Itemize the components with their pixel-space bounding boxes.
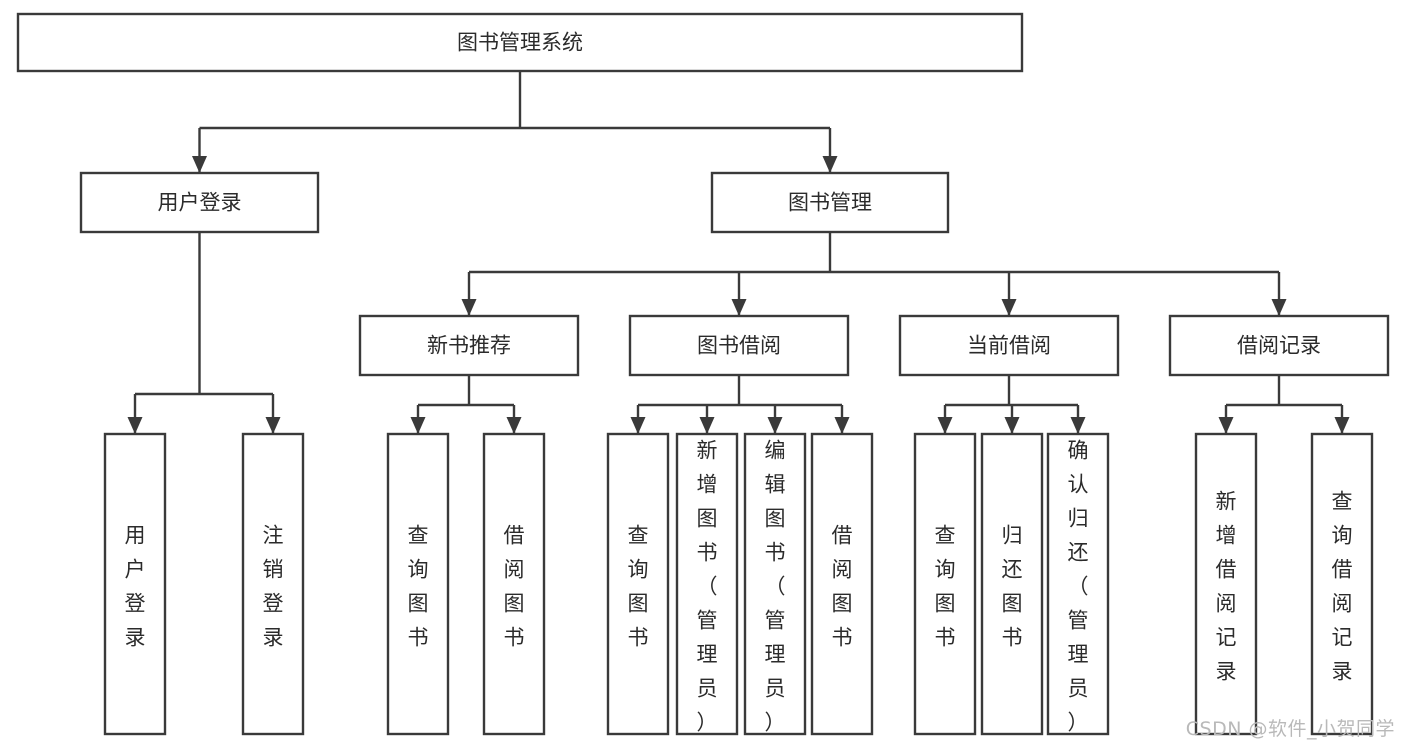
node-leaf-query-book-2[interactable]: 查询图书: [606, 432, 670, 736]
arrow-head-icon: [192, 156, 207, 173]
arrow-head-icon: [822, 156, 838, 173]
node-box: [628, 314, 850, 377]
node-box: [810, 432, 874, 736]
arrow-head-icon: [1001, 299, 1017, 316]
edges-layer: [127, 71, 1350, 434]
node-label: 用户登录: [125, 524, 146, 650]
node-box: [1168, 314, 1390, 377]
node-box: [606, 432, 670, 736]
nodes-layer: 图书管理系统用户登录图书管理新书推荐图书借阅当前借阅借阅记录用户登录注销登录查询…: [16, 12, 1390, 736]
node-box: [386, 432, 450, 736]
node-label: 确认归还（管理员）: [1068, 439, 1089, 735]
node-label: 图书管理系统: [457, 31, 583, 55]
arrow-head-icon: [767, 417, 783, 434]
node-box: [913, 432, 977, 736]
node-label: 借阅图书: [832, 524, 853, 650]
node-current-borrow[interactable]: 当前借阅: [898, 314, 1120, 377]
node-box: [710, 171, 950, 234]
node-leaf-edit-book[interactable]: 编辑图书（管理员）: [743, 432, 807, 736]
arrow-head-icon: [410, 417, 426, 434]
node-label: 新书推荐: [427, 334, 511, 358]
arrow-head-icon: [127, 417, 143, 434]
node-new-book-rec[interactable]: 新书推荐: [358, 314, 580, 377]
node-leaf-query-book-3[interactable]: 查询图书: [913, 432, 977, 736]
node-box: [103, 432, 167, 736]
arrow-head-icon: [834, 417, 850, 434]
arrow-head-icon: [461, 299, 477, 316]
arrow-head-icon: [265, 417, 281, 434]
arrow-head-icon: [731, 299, 747, 316]
node-box: [898, 314, 1120, 377]
arrow-head-icon: [1004, 417, 1020, 434]
node-label: 当前借阅: [967, 334, 1051, 358]
node-user-login[interactable]: 用户登录: [79, 171, 320, 234]
node-leaf-add-record[interactable]: 新增借阅记录: [1194, 432, 1258, 736]
node-leaf-borrow-book-2[interactable]: 借阅图书: [810, 432, 874, 736]
node-label: 图书管理: [788, 191, 872, 215]
node-label: 查询图书: [408, 524, 429, 650]
node-box: [675, 432, 739, 736]
node-leaf-query-book-1[interactable]: 查询图书: [386, 432, 450, 736]
node-leaf-return-book[interactable]: 归还图书: [980, 432, 1044, 736]
node-label: 新增图书（管理员）: [697, 439, 718, 735]
node-leaf-borrow-book-1[interactable]: 借阅图书: [482, 432, 546, 736]
node-book-borrow[interactable]: 图书借阅: [628, 314, 850, 377]
node-label: 归还图书: [1002, 524, 1023, 650]
node-label: 借阅图书: [504, 524, 525, 650]
node-box: [358, 314, 580, 377]
node-box: [79, 171, 320, 234]
node-box: [482, 432, 546, 736]
node-label: 借阅记录: [1237, 334, 1321, 358]
node-box: [980, 432, 1044, 736]
node-label: 用户登录: [158, 191, 242, 215]
node-leaf-logout[interactable]: 注销登录: [241, 432, 305, 736]
node-box: [16, 12, 1024, 73]
node-label: 查询借阅记录: [1332, 490, 1353, 684]
arrow-head-icon: [630, 417, 646, 434]
node-label: 查询图书: [935, 524, 956, 650]
node-box: [1194, 432, 1258, 736]
node-box: [743, 432, 807, 736]
node-book-manage[interactable]: 图书管理: [710, 171, 950, 234]
arrow-head-icon: [1271, 299, 1287, 316]
node-leaf-confirm-return[interactable]: 确认归还（管理员）: [1046, 432, 1110, 736]
arrow-head-icon: [506, 417, 522, 434]
arrow-head-icon: [1070, 417, 1086, 434]
node-label: 注销登录: [263, 524, 284, 650]
arrow-head-icon: [1218, 417, 1234, 434]
node-label: 新增借阅记录: [1216, 490, 1237, 684]
arrow-head-icon: [699, 417, 715, 434]
node-box: [241, 432, 305, 736]
node-leaf-query-record[interactable]: 查询借阅记录: [1310, 432, 1374, 736]
node-leaf-add-book[interactable]: 新增图书（管理员）: [675, 432, 739, 736]
node-box: [1046, 432, 1110, 736]
node-label: 编辑图书（管理员）: [765, 439, 786, 735]
arrow-head-icon: [937, 417, 953, 434]
node-leaf-user-login[interactable]: 用户登录: [103, 432, 167, 736]
node-box: [1310, 432, 1374, 736]
node-borrow-record[interactable]: 借阅记录: [1168, 314, 1390, 377]
node-label: 图书借阅: [697, 334, 781, 358]
arrow-head-icon: [1334, 417, 1350, 434]
node-label: 查询图书: [628, 524, 649, 650]
node-root-system[interactable]: 图书管理系统: [16, 12, 1024, 73]
